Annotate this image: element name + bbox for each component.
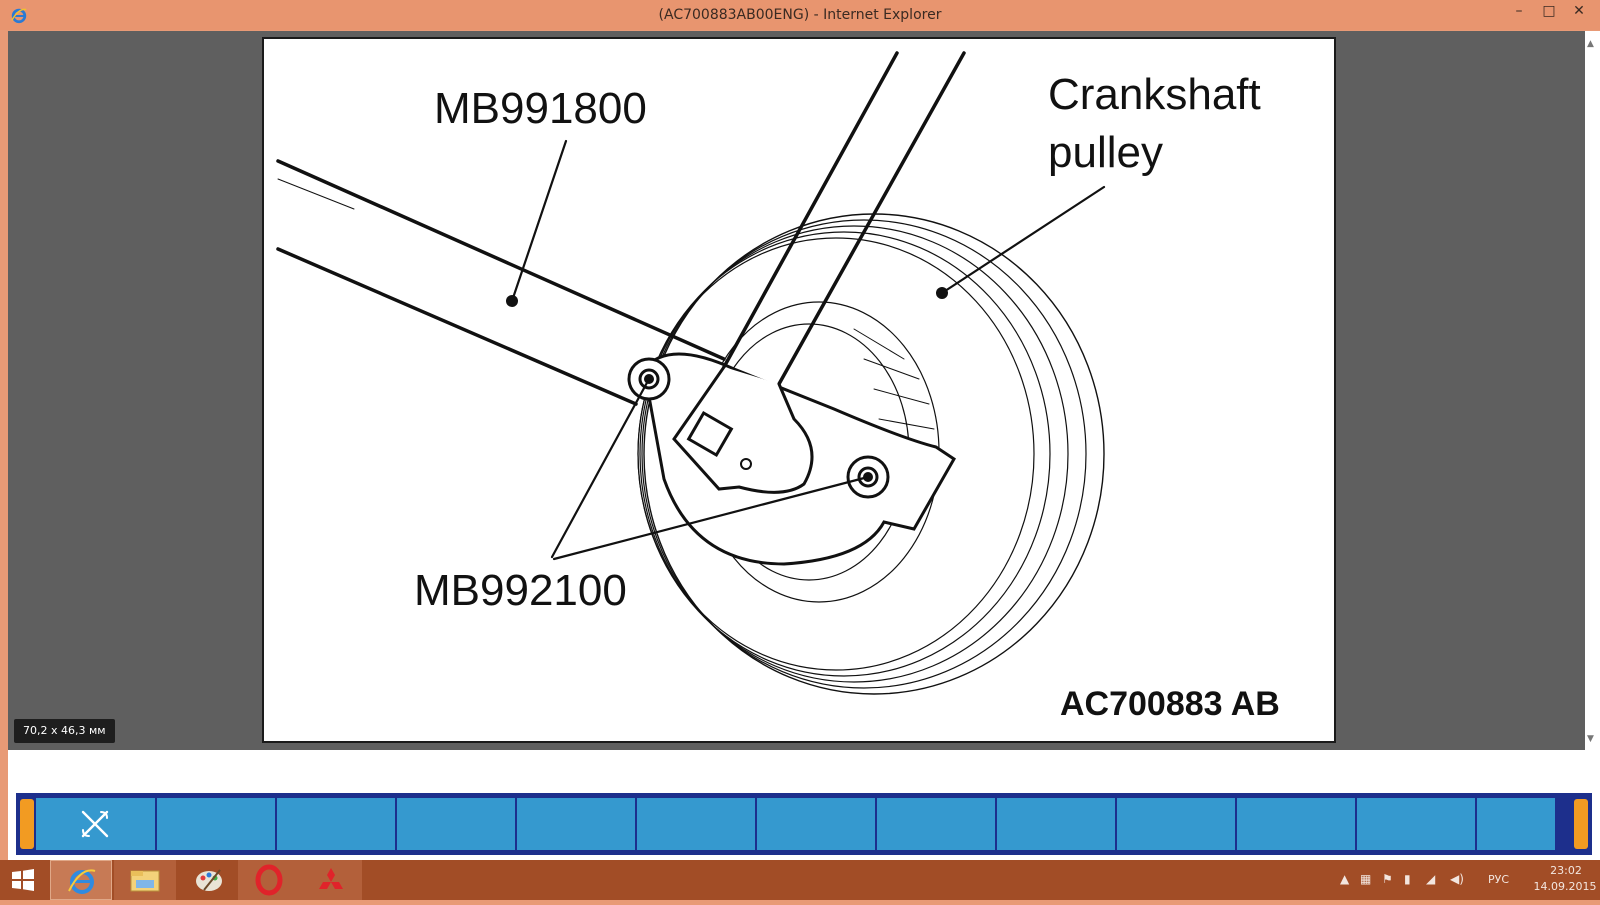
taskbar-internet-explorer[interactable] xyxy=(50,860,112,900)
flag-icon[interactable]: ⚑ xyxy=(1382,872,1393,886)
scroll-up-icon[interactable]: ▲ xyxy=(1587,39,1594,49)
vertical-scrollbar[interactable]: ▲ ▼ xyxy=(1585,31,1600,750)
leader-dot xyxy=(863,472,873,482)
label-mb991800: MB991800 xyxy=(434,84,647,133)
paint-icon xyxy=(196,869,222,891)
toolbar-button[interactable] xyxy=(1237,798,1357,850)
file-explorer-icon xyxy=(130,870,160,892)
maximize-button[interactable]: □ xyxy=(1542,3,1556,19)
toolbar-button[interactable] xyxy=(997,798,1117,850)
taskbar-opera[interactable] xyxy=(238,860,300,900)
window-title: (AC700883AB00ENG) - Internet Explorer xyxy=(658,7,942,23)
toolbar-button[interactable] xyxy=(1357,798,1477,850)
tools-button[interactable] xyxy=(36,798,157,850)
mitsubishi-icon xyxy=(319,868,343,889)
leader-dot xyxy=(506,295,518,307)
clock-date[interactable]: 14.09.2015 xyxy=(1533,880,1597,893)
toolbar-right-cap xyxy=(1574,799,1588,849)
toolbar-button[interactable] xyxy=(757,798,877,850)
toolbar-button[interactable] xyxy=(397,798,517,850)
start-button[interactable] xyxy=(0,860,46,900)
opera-icon xyxy=(255,864,283,896)
leader-dot xyxy=(644,374,654,384)
system-tray: ▲ ▦ ⚑ ▮ ◢ ◀) РУС 23:02 14.09.2015 xyxy=(1320,860,1600,900)
clock-time[interactable]: 23:02 xyxy=(1550,864,1582,877)
minimize-button[interactable]: – xyxy=(1515,3,1523,19)
diagram-image: MB991800 Crankshaft pulley MB992100 AC70… xyxy=(262,37,1336,743)
toolbar-button[interactable] xyxy=(877,798,997,850)
show-hidden-icons-icon[interactable]: ▲ xyxy=(1340,872,1350,886)
network-icon[interactable]: ◢ xyxy=(1426,872,1436,886)
internet-explorer-icon xyxy=(11,8,27,24)
taskbar-paint[interactable] xyxy=(178,860,240,900)
title-bar: (AC700883AB00ENG) - Internet Explorer – … xyxy=(0,0,1600,30)
battery-icon[interactable]: ▮ xyxy=(1404,872,1411,886)
action-center-icon[interactable]: ▦ xyxy=(1360,872,1372,886)
taskbar-file-explorer[interactable] xyxy=(114,860,176,900)
image-viewport: MB991800 Crankshaft pulley MB992100 AC70… xyxy=(8,31,1585,750)
toolbar-left-cap xyxy=(20,799,34,849)
figure-id: AC700883 AB xyxy=(1060,685,1280,723)
toolbar-button[interactable] xyxy=(517,798,637,850)
function-toolbar xyxy=(16,793,1592,855)
toolbar-button[interactable] xyxy=(157,798,277,850)
toolbar-button[interactable] xyxy=(637,798,757,850)
leader-dot xyxy=(936,287,948,299)
toolbar-buttons xyxy=(36,798,1572,850)
tools-icon xyxy=(81,810,109,838)
volume-icon[interactable]: ◀) xyxy=(1450,872,1464,886)
close-button[interactable]: ✕ xyxy=(1573,3,1585,19)
label-crankshaft: Crankshaft xyxy=(1048,70,1261,119)
label-pulley: pulley xyxy=(1048,128,1163,177)
toolbar-button[interactable] xyxy=(1117,798,1237,850)
size-tooltip: 70,2 x 46,3 мм xyxy=(14,719,115,743)
toolbar-button[interactable] xyxy=(1477,798,1555,850)
toolbar-button[interactable] xyxy=(277,798,397,850)
scroll-down-icon[interactable]: ▼ xyxy=(1587,734,1594,744)
internet-explorer-icon xyxy=(68,869,96,894)
taskbar: ▲ ▦ ⚑ ▮ ◢ ◀) РУС 23:02 14.09.2015 xyxy=(0,860,1600,900)
label-mb992100: MB992100 xyxy=(414,566,627,615)
taskbar-mitsubishi-app[interactable] xyxy=(300,860,362,900)
language-indicator[interactable]: РУС xyxy=(1488,873,1510,886)
crankshaft-pulley-diagram: MB991800 Crankshaft pulley MB992100 AC70… xyxy=(276,51,1280,723)
start-icon xyxy=(12,869,34,891)
